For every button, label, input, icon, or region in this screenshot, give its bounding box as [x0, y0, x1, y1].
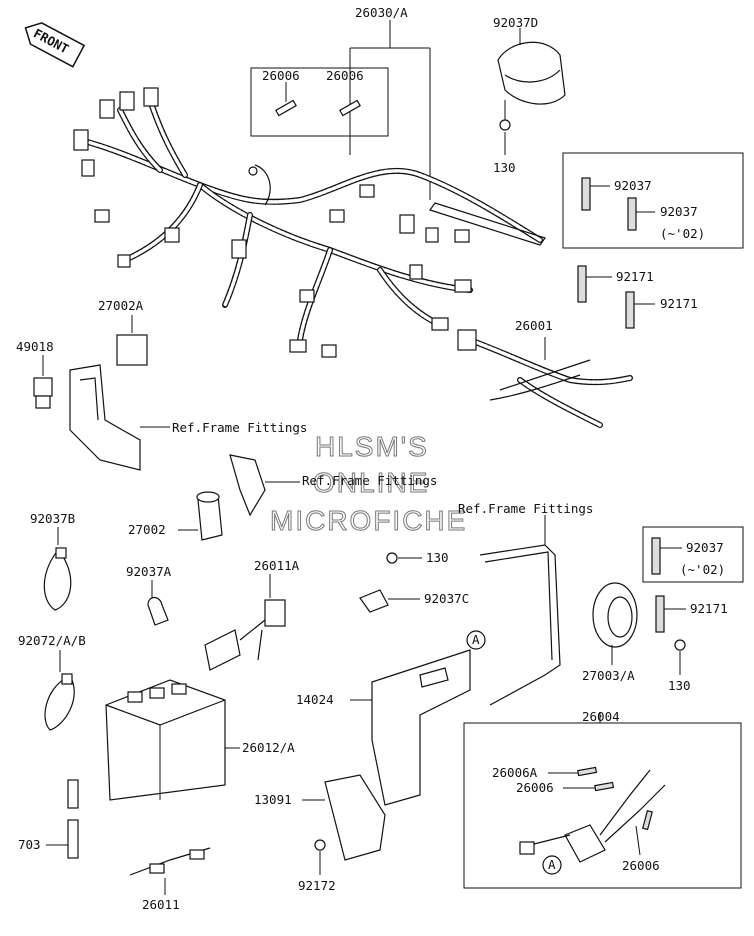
label-26011A: 26011A: [254, 558, 300, 573]
cover-14024: [350, 630, 486, 806]
label-92037-a: 92037: [614, 178, 652, 193]
label-A-cover: A: [472, 632, 480, 647]
label-26001: 26001: [515, 318, 553, 333]
clamp-box-2: [642, 526, 744, 583]
label-92072AB: 92072/A/B: [18, 633, 86, 648]
tubes-703: [46, 779, 79, 859]
label-27003A: 27003/A: [582, 668, 635, 683]
label-26006-a: 26006: [262, 68, 300, 83]
relay-bracket-27002A: [69, 315, 170, 471]
part-labels: 26030/A 26006 26006 92037D 130 92037 920…: [16, 5, 728, 912]
bolt-130-right: [674, 639, 686, 675]
label-A-harness: A: [548, 857, 556, 872]
bolt-130-mid: [386, 552, 422, 564]
fuse-pair-box: [250, 67, 389, 137]
fuse-26006-left: [275, 99, 297, 117]
cap-26011A: [204, 574, 286, 671]
band-92037B: [43, 527, 72, 611]
harness-connectors: [73, 87, 472, 358]
bracket-13091: [302, 774, 386, 861]
sub-harness-26004: [519, 712, 666, 875]
clamp-92037D: [497, 28, 566, 120]
label-26011: 26011: [142, 897, 180, 912]
label-130-top: 130: [493, 160, 516, 175]
relay-49018: [33, 355, 53, 409]
label-26006A: 26006A: [492, 765, 538, 780]
label-130-right: 130: [668, 678, 691, 693]
relay-27002: [178, 454, 300, 541]
battery-26012A: [105, 679, 240, 801]
label-14024: 14024: [296, 692, 334, 707]
sub-harness-box: [463, 722, 742, 889]
label-130-mid: 130: [426, 550, 449, 565]
ref-frame-fittings-3: Ref.Frame Fittings: [458, 501, 593, 516]
label-92037C: 92037C: [424, 591, 469, 606]
label-703: 703: [18, 837, 41, 852]
label-92037-b: 92037: [660, 204, 698, 219]
clamp-strips: [577, 177, 686, 633]
watermark: HLSM'S ONLINE MICROFICHE: [270, 431, 467, 537]
clamp-box-1: [562, 152, 744, 249]
front-arrow: FRONT: [24, 22, 86, 68]
label-92037-b-note: (~'02): [660, 226, 705, 241]
label-27002A: 27002A: [98, 298, 144, 313]
ref-frame-fittings-1: Ref.Frame Fittings: [172, 420, 307, 435]
label-27002: 27002: [128, 522, 166, 537]
watermark-line-2: ONLINE: [313, 467, 429, 498]
label-26012A: 26012/A: [242, 740, 295, 755]
fuse-26006-right: [339, 99, 361, 117]
label-26030A: 26030/A: [355, 5, 408, 20]
label-26004: 26004: [582, 709, 620, 724]
watermark-line-1: HLSM'S: [315, 431, 429, 462]
label-92171-a: 92171: [616, 269, 654, 284]
label-26006-c: 26006: [516, 780, 554, 795]
label-92037-c: 92037: [686, 540, 724, 555]
sub-harness-26001: [457, 329, 633, 428]
label-13091: 13091: [254, 792, 292, 807]
clamp-92037A: [147, 580, 169, 626]
band-92072AB: [44, 650, 75, 731]
label-92171-c: 92171: [690, 601, 728, 616]
label-92037D: 92037D: [493, 15, 538, 30]
label-49018: 49018: [16, 339, 54, 354]
screw-92172: [314, 839, 326, 875]
label-92172: 92172: [298, 878, 336, 893]
clamp-92037C: [359, 589, 420, 613]
bolt-130-top: [499, 119, 511, 155]
label-92037-c-note: (~'02): [680, 562, 725, 577]
label-26006-b: 26006: [326, 68, 364, 83]
cable-26011: [129, 847, 211, 895]
label-92171-b: 92171: [660, 296, 698, 311]
label-92037A: 92037A: [126, 564, 172, 579]
label-92037B: 92037B: [30, 511, 75, 526]
label-26006-d: 26006: [622, 858, 660, 873]
horn-27003A: [479, 515, 638, 706]
watermark-line-3: MICROFICHE: [270, 505, 467, 536]
ref-frame-fittings-2: Ref.Frame Fittings: [302, 473, 437, 488]
